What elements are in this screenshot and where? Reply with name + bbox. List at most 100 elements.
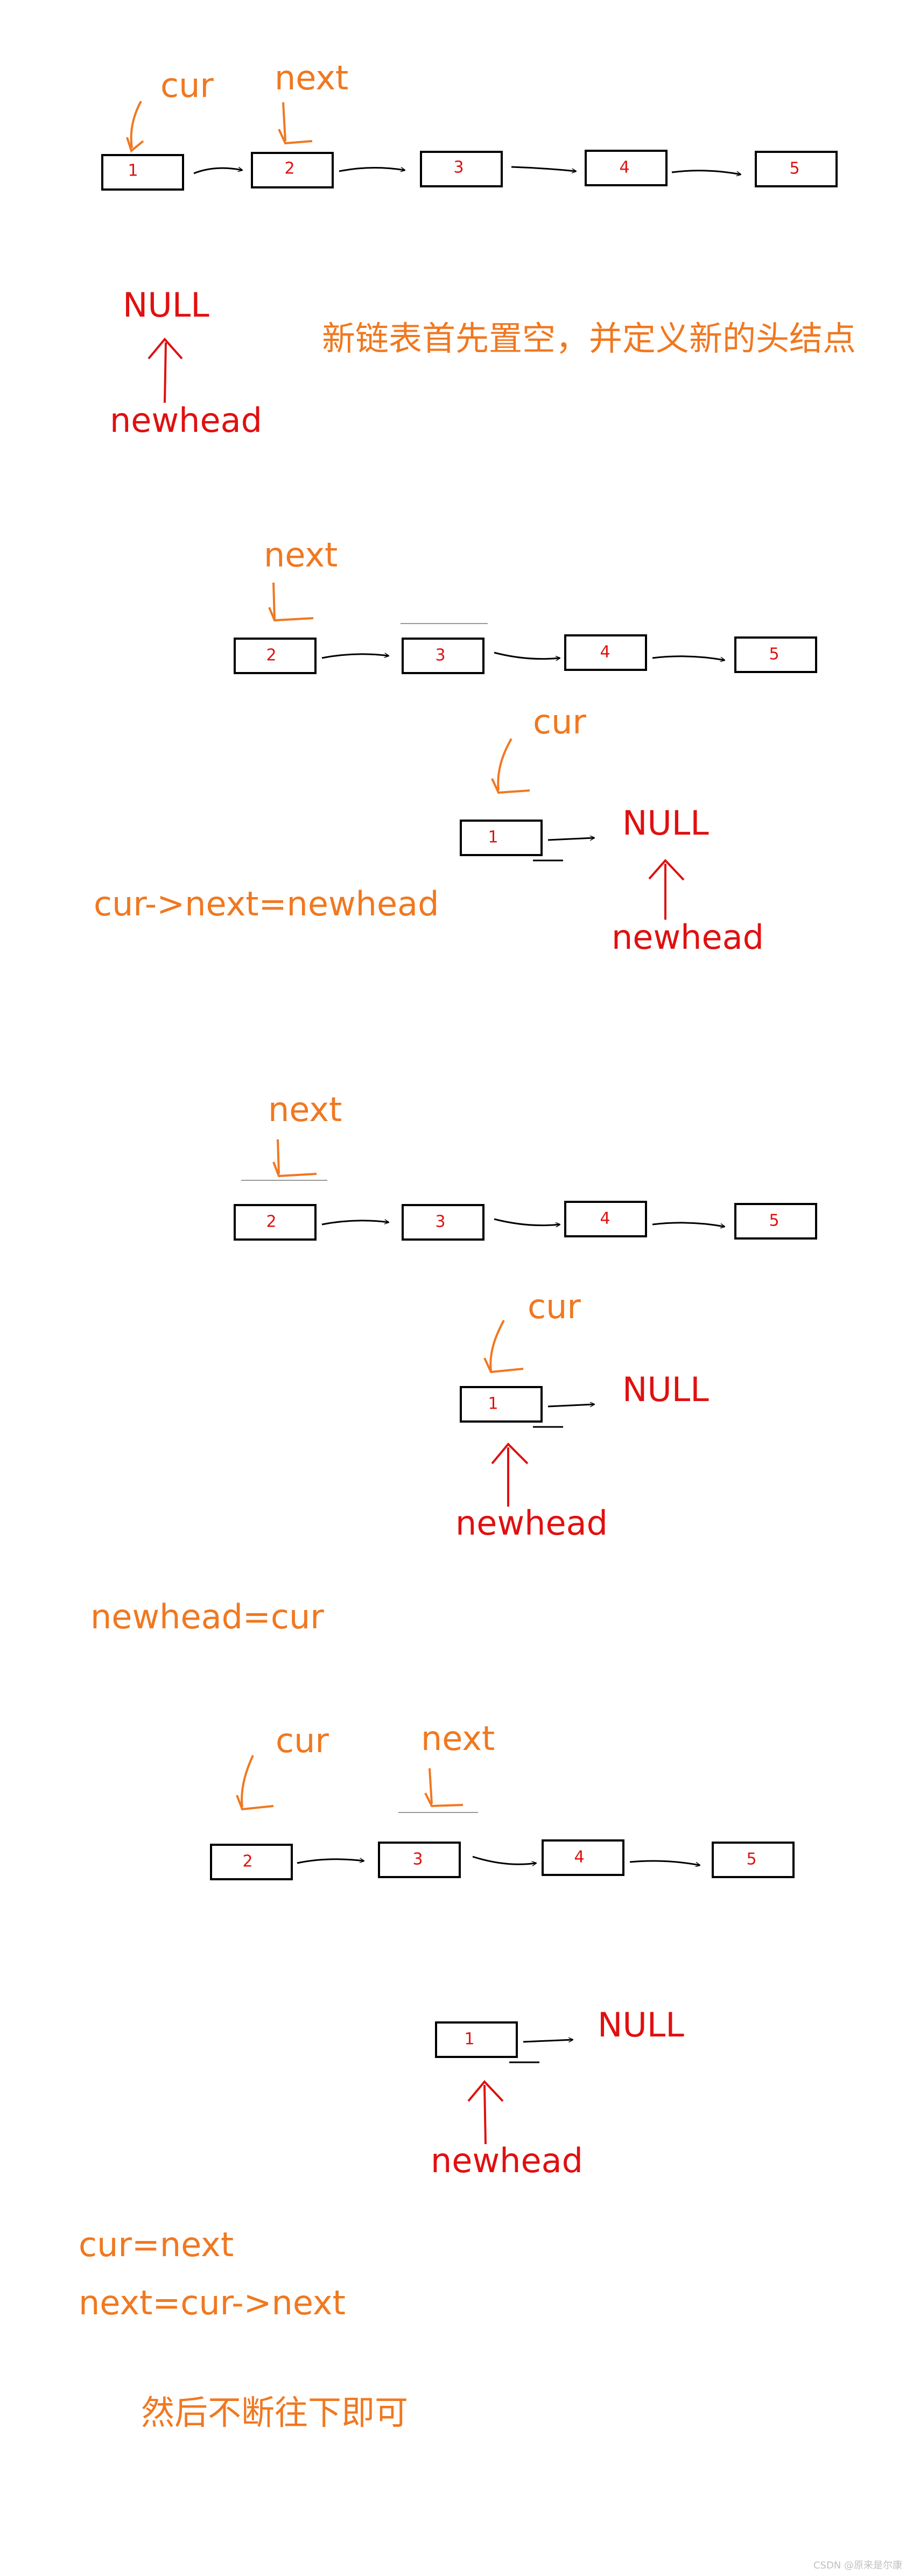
node-box	[460, 1386, 543, 1423]
arrow	[494, 652, 560, 659]
node-value: 1	[128, 162, 138, 180]
arrow	[671, 170, 741, 174]
node-box	[755, 151, 838, 187]
node-box	[585, 150, 668, 186]
node-value: 2	[284, 159, 294, 178]
newhead-pointer-arrow	[467, 2080, 504, 2145]
step1-linked-list: 1 2 3 4 5	[101, 150, 838, 191]
next-pointer-arrow	[272, 1139, 317, 1178]
next-to-null-arrow	[547, 838, 594, 841]
step3-caption: newhead=cur	[90, 1597, 324, 1636]
newhead-label: newhead	[612, 918, 764, 957]
arrow	[339, 166, 405, 171]
node-value: 5	[769, 645, 779, 664]
node-value: 3	[453, 158, 463, 177]
arrow	[629, 1860, 700, 1865]
cur-pointer-arrow	[126, 101, 144, 153]
newhead-label: newhead	[110, 401, 262, 440]
node-box	[234, 1204, 317, 1241]
next-to-null-arrow	[547, 1404, 594, 1408]
newhead-pointer-arrow	[148, 337, 183, 403]
cur-label: cur	[276, 1721, 329, 1760]
node-value: 4	[619, 158, 629, 177]
node-value: 4	[600, 1209, 610, 1228]
arrow	[511, 166, 576, 171]
cur-pointer-arrow	[491, 738, 530, 794]
newhead-label: newhead	[431, 2141, 583, 2180]
node-box	[734, 1203, 817, 1240]
node-box	[542, 1839, 624, 1876]
cur-label: cur	[533, 702, 586, 741]
step4-pointers: cur next 1 NULL newhead cur=next next=cu…	[79, 1719, 684, 2432]
step2-pointers: next cur 1 NULL newhead cur->next=newhea…	[94, 535, 764, 957]
node-value: 5	[789, 159, 799, 178]
arrow	[297, 1859, 364, 1864]
node-box	[564, 1201, 647, 1237]
step1-pointers: cur next NULL newhead 新链表首先置空，并定义新的头结点	[110, 58, 856, 440]
next-to-null-arrow	[523, 2040, 573, 2043]
step2-linked-list: 2 3 4 5	[234, 623, 817, 674]
arrow	[652, 655, 725, 660]
cur-pointer-arrow	[483, 1320, 524, 1374]
arrow	[494, 1218, 560, 1226]
step4-caption-line2: next=cur->next	[79, 2283, 346, 2322]
next-label: next	[421, 1719, 495, 1758]
null-label: NULL	[598, 2005, 684, 2045]
node-box	[460, 820, 543, 856]
final-caption: 然后不断往下即可	[141, 2393, 408, 2432]
node-box	[101, 154, 184, 191]
step4-linked-list: 2 3 4 5	[210, 1812, 795, 1880]
watermark: CSDN @原来是尔康	[813, 2560, 902, 2571]
node-value: 3	[435, 1213, 445, 1231]
null-label: NULL	[622, 803, 709, 843]
node-box	[734, 636, 817, 673]
node-box	[378, 1842, 461, 1878]
null-label: NULL	[123, 285, 209, 325]
node-box	[402, 1204, 484, 1241]
node-value: 4	[574, 1848, 584, 1867]
newhead-pointer-arrow	[648, 859, 685, 920]
node-value: 1	[464, 2030, 474, 2049]
node-value: 4	[600, 643, 610, 662]
next-label: next	[264, 535, 338, 575]
arrow	[321, 654, 389, 659]
node-box	[712, 1842, 795, 1878]
cur-label: cur	[528, 1287, 581, 1326]
step2-caption: cur->next=newhead	[94, 884, 439, 923]
next-label: next	[268, 1090, 342, 1129]
node-box	[420, 151, 503, 187]
next-pointer-arrow	[278, 102, 313, 145]
step4-caption-line1: cur=next	[79, 2225, 234, 2264]
cur-pointer-arrow	[236, 1755, 274, 1811]
step3-pointers: next cur 1 NULL newhead newhead=cur	[90, 1090, 709, 1636]
newhead-label: newhead	[455, 1503, 608, 1543]
node-box	[234, 638, 317, 674]
arrow	[193, 168, 242, 174]
next-pointer-arrow	[268, 582, 314, 622]
node-value: 5	[746, 1850, 756, 1869]
node-box	[435, 2021, 518, 2058]
node-value: 3	[412, 1850, 423, 1869]
node-box	[564, 634, 647, 671]
node-value: 1	[488, 828, 498, 847]
cur-label: cur	[160, 66, 214, 105]
arrow	[652, 1222, 725, 1227]
node-value: 3	[435, 646, 445, 665]
arrow	[472, 1856, 536, 1864]
null-label: NULL	[622, 1370, 709, 1409]
node-box	[402, 638, 484, 674]
node-value: 2	[242, 1852, 252, 1871]
node-value: 2	[266, 1213, 276, 1231]
next-pointer-arrow	[424, 1768, 463, 1808]
arrow	[321, 1221, 389, 1226]
node-value: 5	[769, 1212, 779, 1230]
next-label: next	[275, 58, 348, 97]
node-value: 2	[266, 646, 276, 665]
step3-linked-list: 2 3 4 5	[234, 1180, 817, 1241]
node-value: 1	[488, 1395, 498, 1413]
newhead-pointer-arrow	[491, 1443, 529, 1507]
node-box	[210, 1844, 293, 1880]
step1-caption: 新链表首先置空，并定义新的头结点	[322, 319, 856, 358]
node-box	[251, 152, 334, 188]
